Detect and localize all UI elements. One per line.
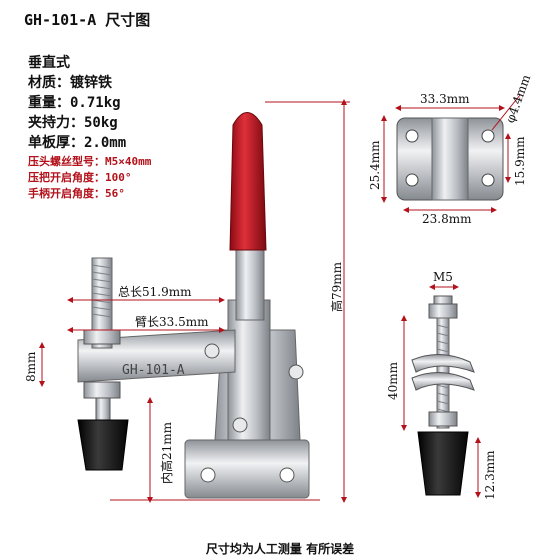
- footer-note: 尺寸均为人工测量 有所误差: [205, 542, 355, 556]
- dim-base-width-top: 33.3mm: [420, 92, 470, 106]
- dim-base-height: 25.4mm: [368, 140, 382, 190]
- dim-screw-length: 40mm: [386, 361, 400, 400]
- spec-screw: 压头螺丝型号：M5×40mm: [28, 155, 152, 168]
- spec-plate-thickness: 单板厚：2.0mm: [28, 135, 127, 151]
- spec-material: 材质：镀锌铁: [28, 75, 112, 91]
- spec-press-angle: 压把开启角度：100°: [28, 171, 132, 184]
- page-title: GH-101-A 尺寸图: [24, 11, 151, 29]
- clamp-body: [77, 112, 310, 499]
- arm-marking: GH-101-A: [122, 363, 185, 378]
- dim-inner-height: 内高21mm: [160, 421, 174, 484]
- base-plate-drawing: [396, 117, 504, 201]
- dimension-lines: [39, 99, 350, 503]
- dim-screw-thread: M5: [433, 270, 453, 284]
- handle-grip: [229, 112, 267, 251]
- dim-arm-height: 8mm: [24, 351, 38, 382]
- dim-total-length: 总长51.9mm: [118, 285, 192, 299]
- dim-hole-spacing: 15.9mm: [513, 136, 527, 186]
- dim-total-height: 高79mm: [330, 261, 344, 312]
- spec-type: 垂直式: [28, 55, 70, 71]
- dim-tip-height: 12.3mm: [483, 450, 497, 500]
- spec-weight: 重量：0.71kg: [28, 95, 121, 111]
- rubber-tip: [77, 419, 129, 471]
- spec-clamp-force: 夹持力：50kg: [28, 115, 118, 131]
- dim-base-width-bottom: 23.8mm: [422, 212, 472, 226]
- spec-handle-angle: 手柄开启角度：56°: [28, 187, 125, 200]
- dim-arm-length: 臂长33.5mm: [135, 315, 209, 329]
- screw-drawing: [411, 295, 475, 496]
